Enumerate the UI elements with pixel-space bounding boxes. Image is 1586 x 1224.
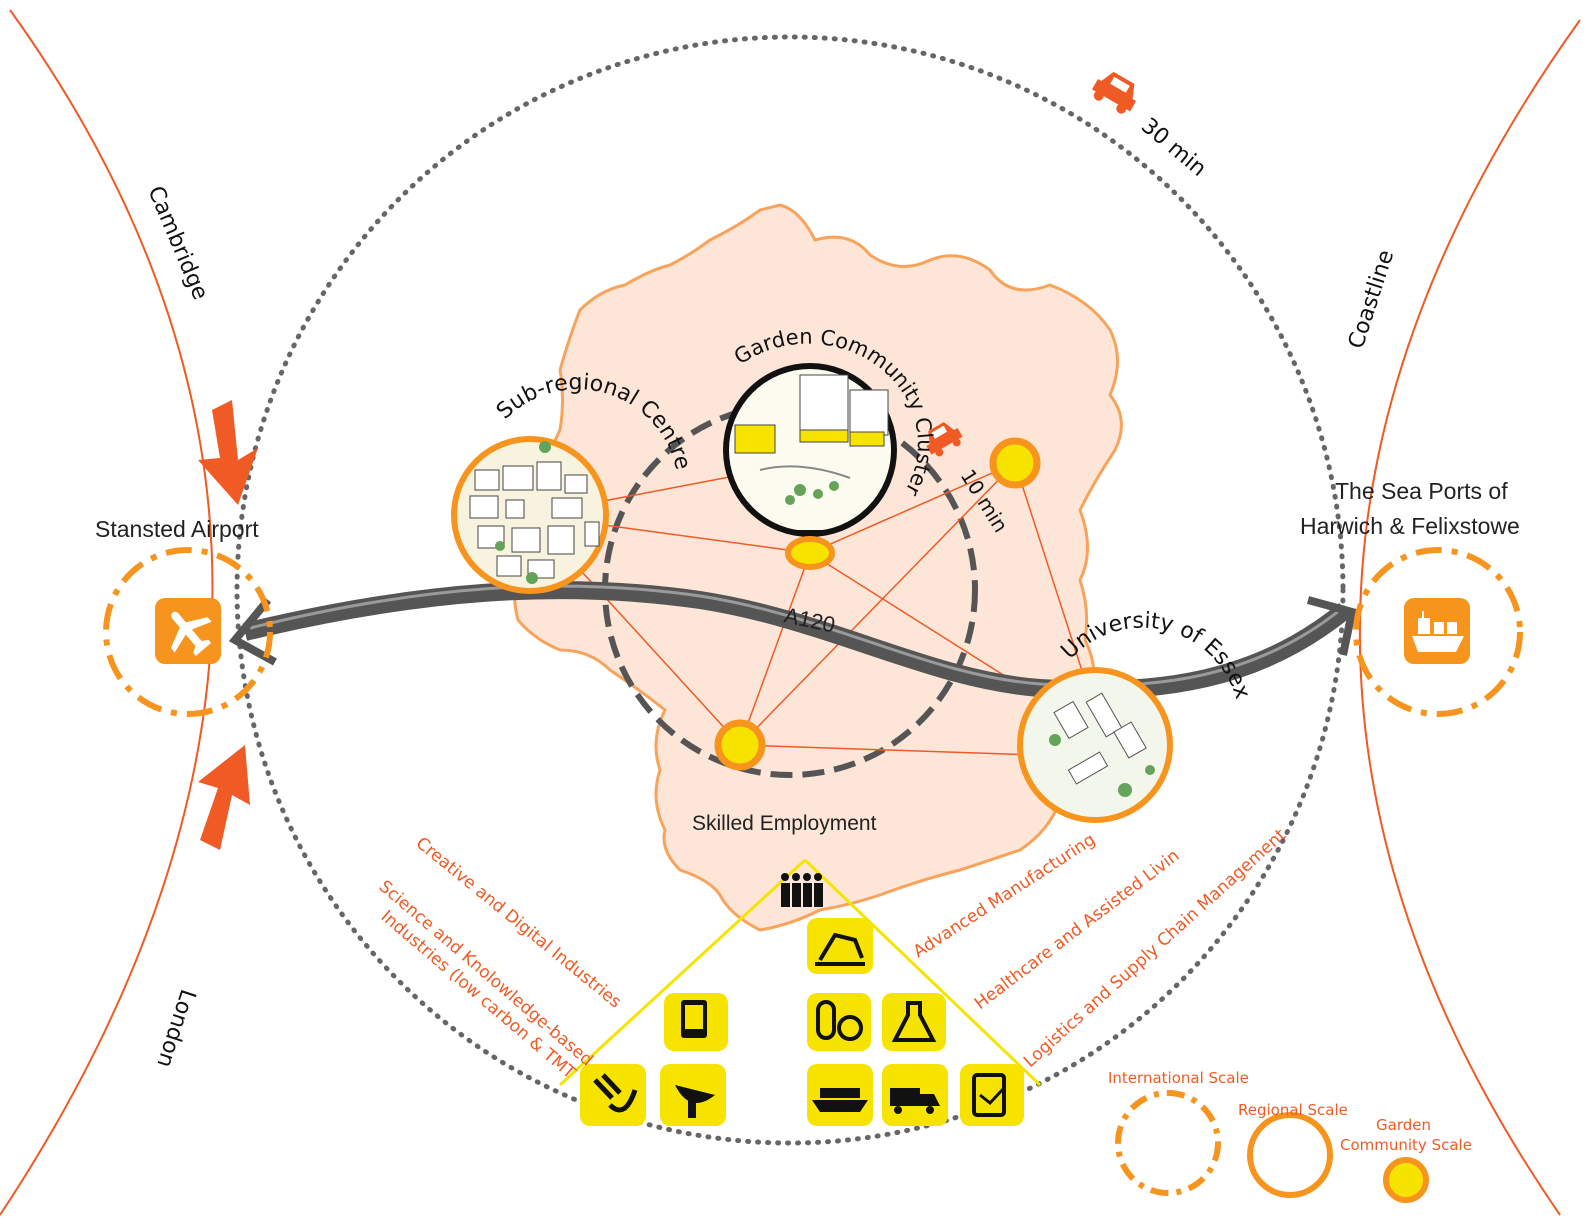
car-icon [926, 422, 963, 457]
stansted-label: Stansted Airport [95, 516, 259, 542]
legend-international-symbol [1115, 1090, 1221, 1196]
cambridge-london-arc [0, 9, 214, 1216]
cluster-node-east [989, 437, 1041, 489]
truck-icon [882, 1064, 948, 1126]
pills-icon [807, 993, 871, 1051]
creative-industries-label: Creative and Digital Industries [412, 833, 625, 1012]
satellite-dish-icon [660, 1064, 726, 1126]
ship-icon [1412, 611, 1464, 652]
employment-pyramid [558, 858, 1042, 1087]
coastline-label: Coastline [1344, 247, 1399, 352]
university-map [1053, 692, 1147, 785]
legend-garden-symbol [1383, 1157, 1429, 1203]
legend-garden-label-line1: Garden [1376, 1116, 1431, 1134]
a120-road [242, 581, 1351, 699]
cargo-ship-icon [807, 1064, 873, 1126]
sea-ports-label-line1: The Sea Ports of [1335, 478, 1508, 504]
thirty-minute-ring [234, 34, 1346, 1146]
london-label: London [151, 986, 200, 1070]
flask-icon [882, 993, 946, 1051]
arrow-from-cambridge [198, 400, 258, 505]
legend-international-label: International Scale [1108, 1069, 1249, 1087]
sea-ports-ring [1353, 547, 1523, 717]
sub-regional-map [469, 461, 600, 579]
airplane-icon [170, 611, 212, 656]
sub-regional-greenery [495, 441, 551, 584]
a120-road-highlight [249, 584, 1346, 688]
outer-travel-time-label: 30 min [1136, 113, 1211, 181]
legend-regional-label: Regional Scale [1238, 1101, 1348, 1119]
cluster-node-south [714, 719, 766, 771]
tablet-touch-icon [664, 993, 728, 1051]
car-icon [1091, 71, 1137, 114]
garden-community-node [785, 536, 835, 570]
legend-garden-label-line2: Community Scale [1340, 1136, 1472, 1154]
legend-regional-symbol [1247, 1112, 1333, 1198]
sea-ports-label-line2: Harwich & Felixstowe [1300, 513, 1520, 539]
people-icon [781, 873, 823, 907]
road-arrowhead-west [228, 597, 277, 666]
road-arrowhead-east [1306, 596, 1357, 656]
robot-arm-icon [807, 918, 873, 974]
university-circle [1017, 667, 1173, 823]
skilled-employment-label: Skilled Employment [692, 812, 877, 835]
arrow-from-london [198, 745, 250, 850]
garden-cluster-illustration [734, 374, 889, 505]
stansted-ring [103, 547, 273, 717]
clipboard-icon [960, 1064, 1024, 1126]
university-greenery [1049, 734, 1155, 797]
cambridge-label: Cambridge [142, 183, 212, 304]
plug-icon [580, 1064, 646, 1126]
